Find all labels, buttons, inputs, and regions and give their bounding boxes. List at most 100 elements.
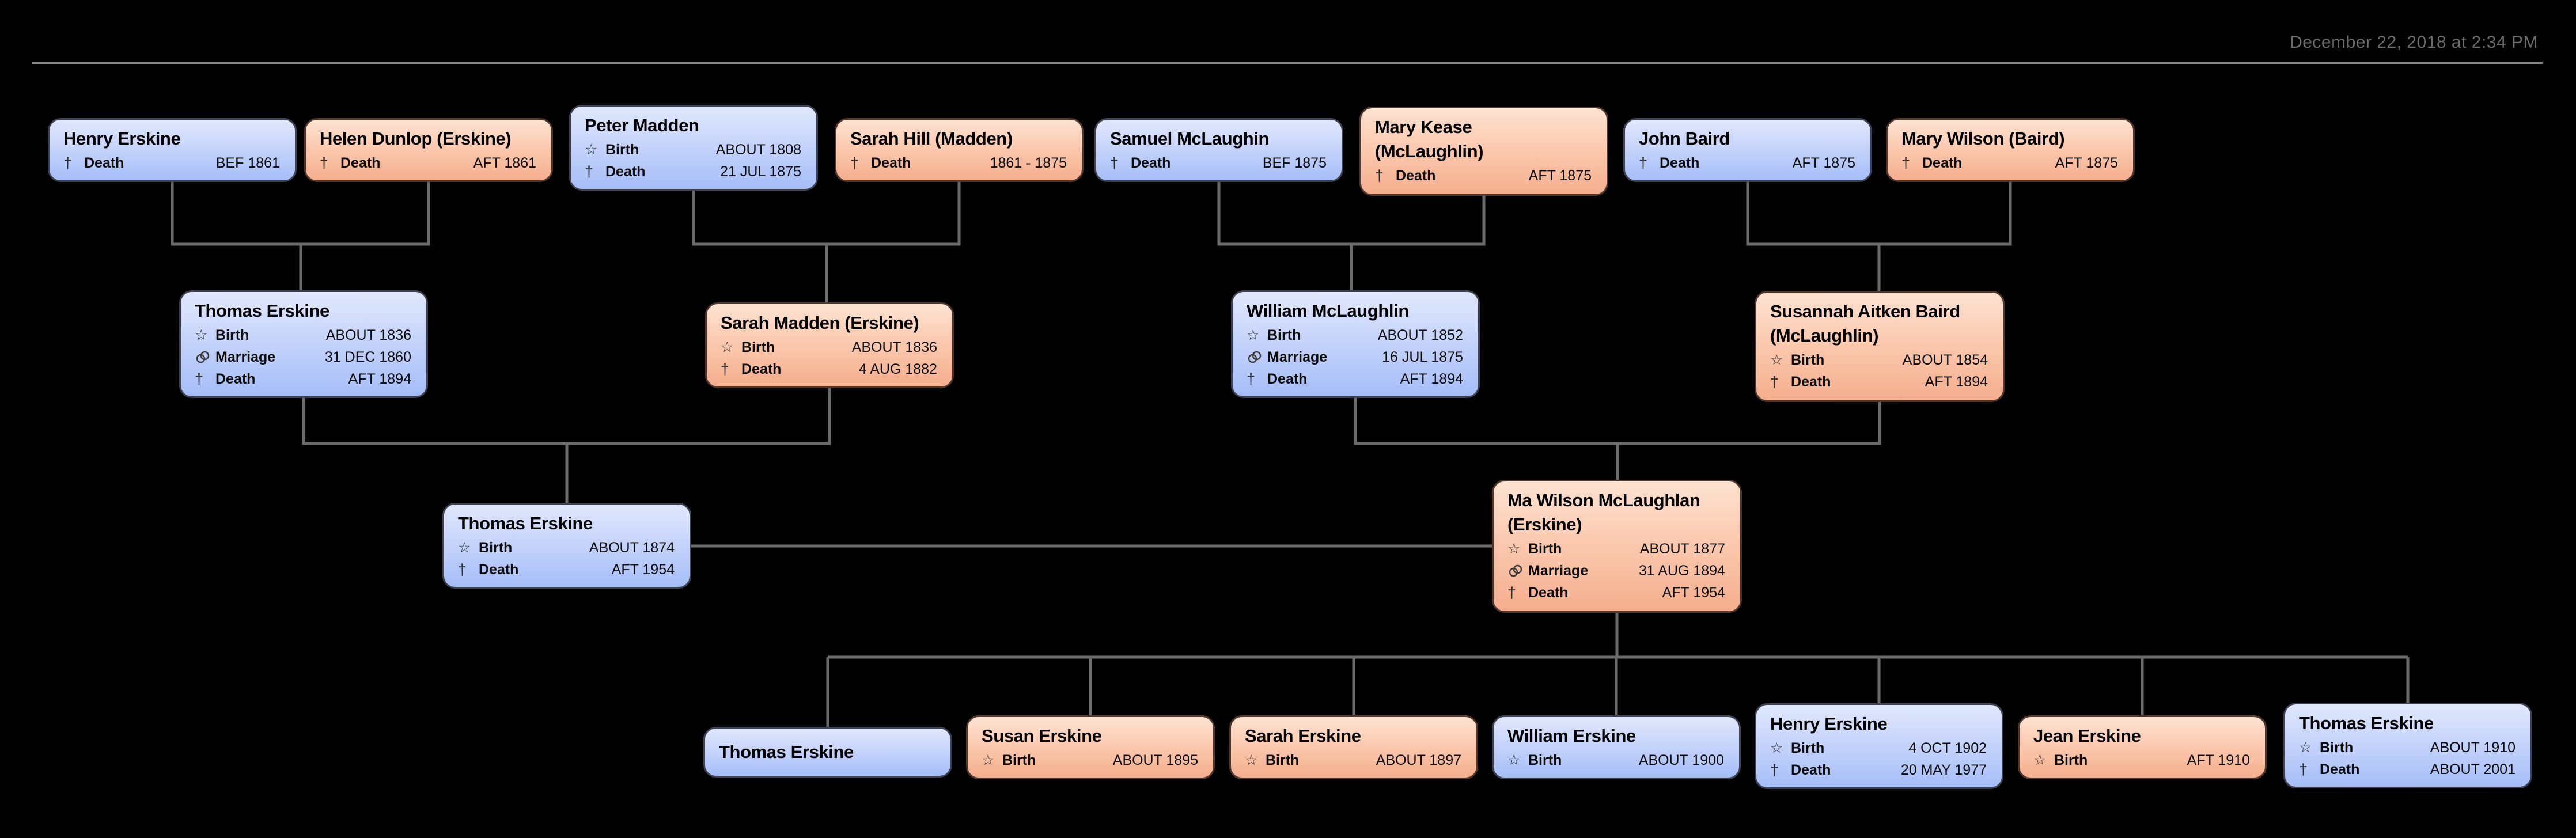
person-name: Susannah Aitken Baird(McLaughlin) [1770,301,1960,346]
death-value: AFT 1875 [1528,168,1592,184]
person-name: Sarah Hill (Madden) [850,128,1013,149]
death-icon: † [1770,761,1779,779]
marriage-value: 16 JUL 1875 [1382,349,1463,365]
marriage-value: 31 DEC 1860 [324,349,411,365]
death-value: BEF 1861 [215,155,280,171]
person-name: William McLaughlin [1247,301,1409,321]
birth-icon: ☆ [458,540,471,556]
person-name: Sarah Erskine [1245,726,1361,746]
death-value: ABOUT 2001 [2430,761,2516,778]
death-value: AFT 1894 [1400,371,1463,387]
death-icon: † [721,361,730,378]
death-value: AFT 1875 [2055,155,2118,171]
birth-label: Birth [605,142,639,158]
death-value: AFT 1954 [1662,585,1725,601]
person-events: † Death BEF 1861 [63,152,280,174]
birth-value: ABOUT 1897 [1376,752,1461,768]
person-name: Peter Madden [585,115,699,135]
birth-label: Birth [1791,740,1825,756]
death-label: Death [1528,585,1569,601]
death-event-row: † Death BEF 1875 [1110,152,1327,174]
death-icon: † [1375,167,1384,184]
death-label: Death [1660,155,1700,171]
marriage-icon [195,349,215,365]
death-icon: † [1110,154,1119,172]
person-name: Jean Erskine [2033,726,2141,746]
death-label: Death [2320,761,2360,778]
death-label: Death [84,155,124,171]
death-label: Death [871,155,911,171]
person-name: Thomas Erskine [195,301,329,321]
death-label: Death [1791,762,1831,778]
person-card-mary_kease[interactable]: Mary Kease(McLaughlin) † Death AFT 1875 [1359,107,1608,196]
person-card-thomas_c[interactable]: Thomas Erskine [703,727,952,778]
person-name: Sarah Madden (Erskine) [721,313,919,333]
death-icon: † [1247,370,1256,388]
birth-label: Birth [2054,752,2088,768]
person-name: Mary Wilson (Baird) [1901,128,2065,149]
death-value: BEF 1875 [1262,155,1327,171]
birth-icon: ☆ [982,752,995,768]
marriage-icon [1247,349,1267,365]
death-value: 4 AUG 1882 [858,361,937,377]
person-name: Mary Kease(McLaughlin) [1375,117,1484,161]
birth-icon: ☆ [1247,327,1260,343]
birth-icon: ☆ [721,339,734,355]
birth-label: Birth [215,327,249,343]
export-timestamp: December 22, 2018 at 2:34 PM [2290,33,2538,52]
birth-icon: ☆ [1507,752,1521,768]
person-name: William Erskine [1507,726,1636,746]
death-event-row: † Death AFT 1875 [1375,165,1592,187]
birth-label: Birth [479,540,513,556]
death-label: Death [1396,168,1436,184]
marriage-label: Marriage [1528,563,1589,579]
death-event-row: † Death ABOUT 2001 [2299,759,2516,780]
header-divider [32,62,2543,64]
birth-icon: ☆ [585,142,598,158]
birth-icon: ☆ [1507,541,1521,557]
death-label: Death [1131,155,1171,171]
death-icon: † [1507,584,1517,601]
birth-value: AFT 1910 [2187,752,2250,768]
death-label: Death [340,155,381,171]
death-icon: † [63,154,73,172]
death-event-row: † Death AFT 1954 [1507,582,1725,604]
death-value: 21 JUL 1875 [720,164,801,180]
birth-value: 4 OCT 1902 [1908,740,1987,756]
death-icon: † [2299,761,2308,778]
